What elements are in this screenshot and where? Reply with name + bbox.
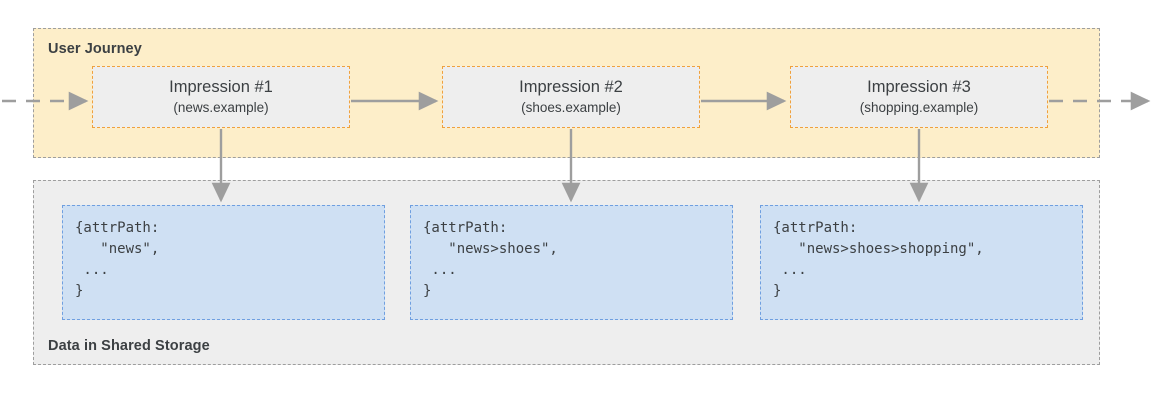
impression-1-origin: (news.example) [173, 100, 269, 115]
user-journey-label: User Journey [48, 41, 142, 57]
impression-2-title: Impression #2 [519, 78, 623, 96]
impression-box-3: Impression #3 (shopping.example) [790, 66, 1048, 128]
shared-storage-label: Data in Shared Storage [48, 338, 210, 354]
data-box-3-code: {attrPath: "news>shoes>shopping", ... } [773, 220, 984, 299]
impression-box-1: Impression #1 (news.example) [92, 66, 350, 128]
impression-2-origin: (shoes.example) [521, 100, 621, 115]
data-box-1: {attrPath: "news", ... } [62, 205, 385, 320]
data-box-2-code: {attrPath: "news>shoes", ... } [423, 220, 558, 299]
impression-3-title: Impression #3 [867, 78, 971, 96]
data-box-2: {attrPath: "news>shoes", ... } [410, 205, 733, 320]
impression-box-2: Impression #2 (shoes.example) [442, 66, 700, 128]
impression-1-title: Impression #1 [169, 78, 273, 96]
data-box-3: {attrPath: "news>shoes>shopping", ... } [760, 205, 1083, 320]
data-box-1-code: {attrPath: "news", ... } [75, 220, 160, 299]
impression-3-origin: (shopping.example) [859, 100, 979, 115]
